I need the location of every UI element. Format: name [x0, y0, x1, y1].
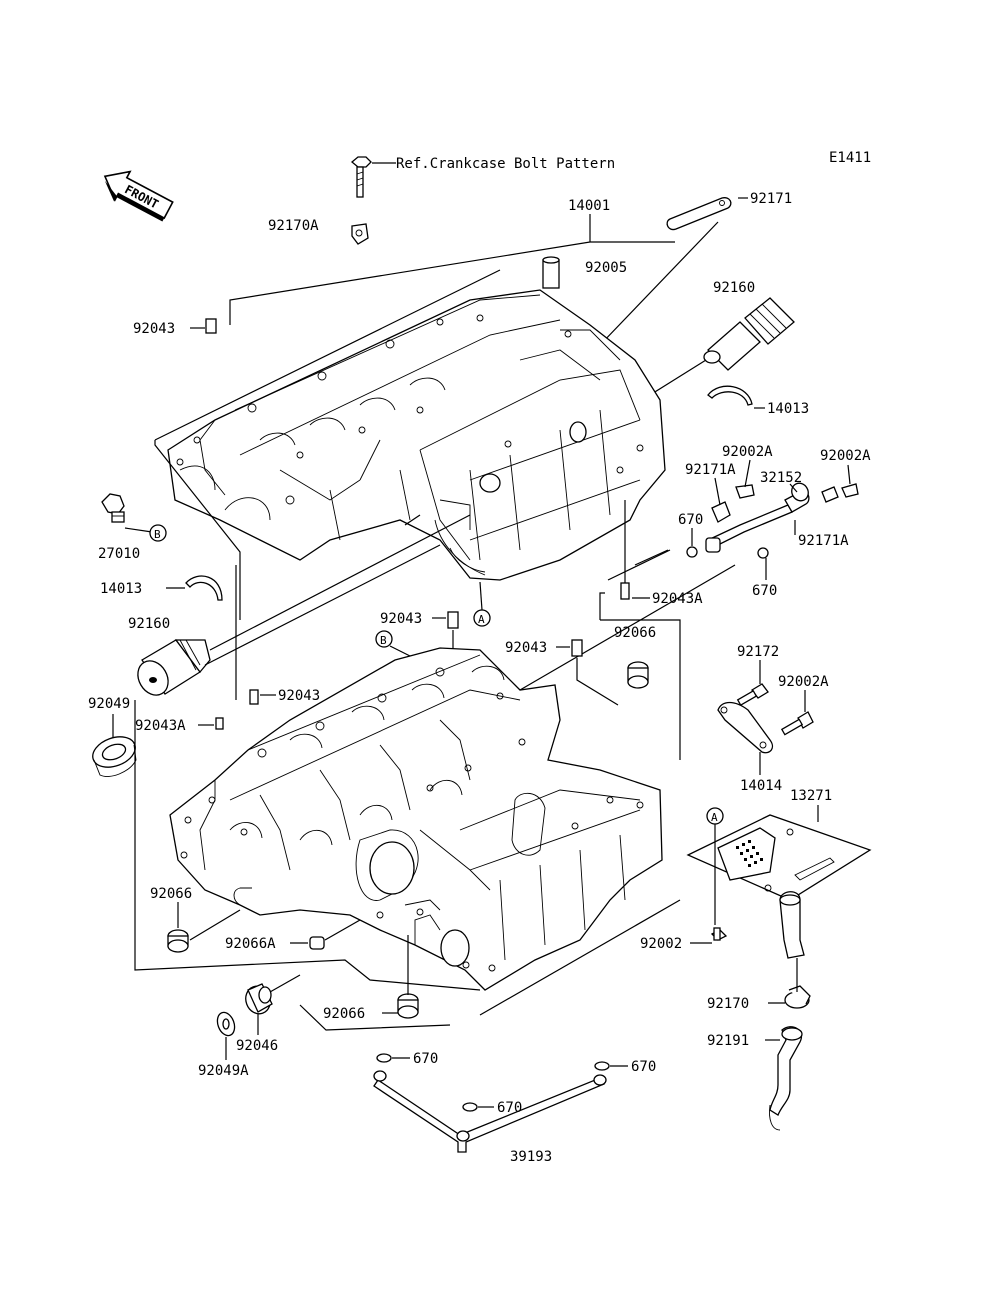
- callout-92043-top: 92043: [133, 321, 175, 337]
- plate-14014: [717, 701, 774, 754]
- lower-crankcase: [169, 647, 663, 991]
- dowel-92043A-mid: [620, 582, 630, 600]
- callout-32152: 32152: [760, 470, 802, 486]
- callout-92160-left: 92160: [128, 616, 170, 632]
- callout-92002A-right: 92002A: [820, 448, 871, 464]
- shaft-92160-top: [703, 297, 795, 371]
- plug-92066A: [309, 936, 325, 950]
- callout-92172: 92172: [737, 644, 779, 660]
- callout-670-c: 670: [413, 1051, 438, 1067]
- callout-92066-bottom: 92066: [323, 1006, 365, 1022]
- leader-lower-left: [134, 700, 481, 991]
- callout-92171A-right: 92171A: [798, 533, 849, 549]
- callout-92160-top: 92160: [713, 280, 755, 296]
- marker-b-top: [149, 524, 167, 542]
- callout-27010: 27010: [98, 546, 140, 562]
- leader-upper-left: [154, 440, 241, 620]
- callout-92002: 92002: [640, 936, 682, 952]
- screen-13271: [686, 814, 872, 959]
- callout-92046: 92046: [236, 1038, 278, 1054]
- upper-crankcase: [167, 289, 666, 581]
- callout-670-a: 670: [678, 512, 703, 528]
- callout-39193: 39193: [510, 1149, 552, 1165]
- clip-92170A: [351, 223, 369, 245]
- plug-27010: [101, 493, 125, 523]
- seal-92049: [92, 736, 137, 777]
- callout-92043-right: 92043: [505, 640, 547, 656]
- callout-14013-right: 14013: [767, 401, 809, 417]
- front-arrow-icon: FRONT: [103, 170, 174, 222]
- plug-92066-bottom: [397, 993, 419, 1019]
- bearing-14013-right: [707, 385, 753, 406]
- callout-670-d: 670: [631, 1059, 656, 1075]
- seal-92049A: [216, 1011, 236, 1037]
- callout-92066A: 92066A: [225, 936, 276, 952]
- callout-92002A-low: 92002A: [778, 674, 829, 690]
- callout-92005: 92005: [585, 260, 627, 276]
- plug-92066-right: [627, 661, 649, 689]
- diagram-code: E1411: [829, 150, 871, 166]
- callout-92043A-left: 92043A: [135, 718, 186, 734]
- bolt-92002: [710, 927, 728, 941]
- pipe-92005: [542, 256, 560, 289]
- callout-92002A-mid: 92002A: [722, 444, 773, 460]
- svg-text:A: A: [478, 613, 485, 626]
- callout-92049: 92049: [88, 696, 130, 712]
- callout-92170A: 92170A: [268, 218, 319, 234]
- callout-670-e: 670: [497, 1100, 522, 1116]
- dowel-92043-mid: [447, 611, 459, 629]
- callout-92066-left: 92066: [150, 886, 192, 902]
- callout-92171A-left: 92171A: [685, 462, 736, 478]
- dowel-92043-right: [571, 639, 583, 657]
- callout-13271: 13271: [790, 788, 832, 804]
- callout-92191: 92191: [707, 1033, 749, 1049]
- hose-92191: [769, 1026, 803, 1131]
- bearing-92046: [245, 983, 273, 1015]
- callout-92066-right: 92066: [614, 625, 656, 641]
- callout-92170: 92170: [707, 996, 749, 1012]
- leader-14001: [229, 241, 675, 325]
- callout-92043-mid: 92043: [380, 611, 422, 627]
- callout-92171: 92171: [750, 191, 792, 207]
- svg-text:B: B: [154, 528, 161, 541]
- plug-92066-left: [167, 929, 189, 953]
- callout-14014: 14014: [740, 778, 782, 794]
- pipe-39193: [373, 1053, 610, 1153]
- bolt-92172: [736, 683, 769, 706]
- marker-b-mid: [375, 630, 393, 648]
- callout-14013-left: 14013: [100, 581, 142, 597]
- bearing-14013-left: [185, 575, 223, 601]
- callout-92043-lower: 92043: [278, 688, 320, 704]
- plate-92171: [666, 197, 732, 231]
- oil-line-assembly: [686, 482, 859, 559]
- callout-92049A: 92049A: [198, 1063, 249, 1079]
- svg-text:B: B: [380, 634, 387, 647]
- bolt-92002A-low: [780, 711, 814, 736]
- dowel-92043-top: [205, 318, 217, 334]
- svg-text:A: A: [711, 811, 718, 824]
- callout-14001: 14001: [568, 198, 610, 214]
- shaft-92160-left: [137, 639, 211, 696]
- callout-670-b: 670: [752, 583, 777, 599]
- reference-bolt: [350, 156, 396, 198]
- dowel-92043A-left: [215, 717, 224, 730]
- reference-note: Ref.Crankcase Bolt Pattern: [396, 156, 615, 172]
- dowel-92043-lower: [249, 689, 259, 705]
